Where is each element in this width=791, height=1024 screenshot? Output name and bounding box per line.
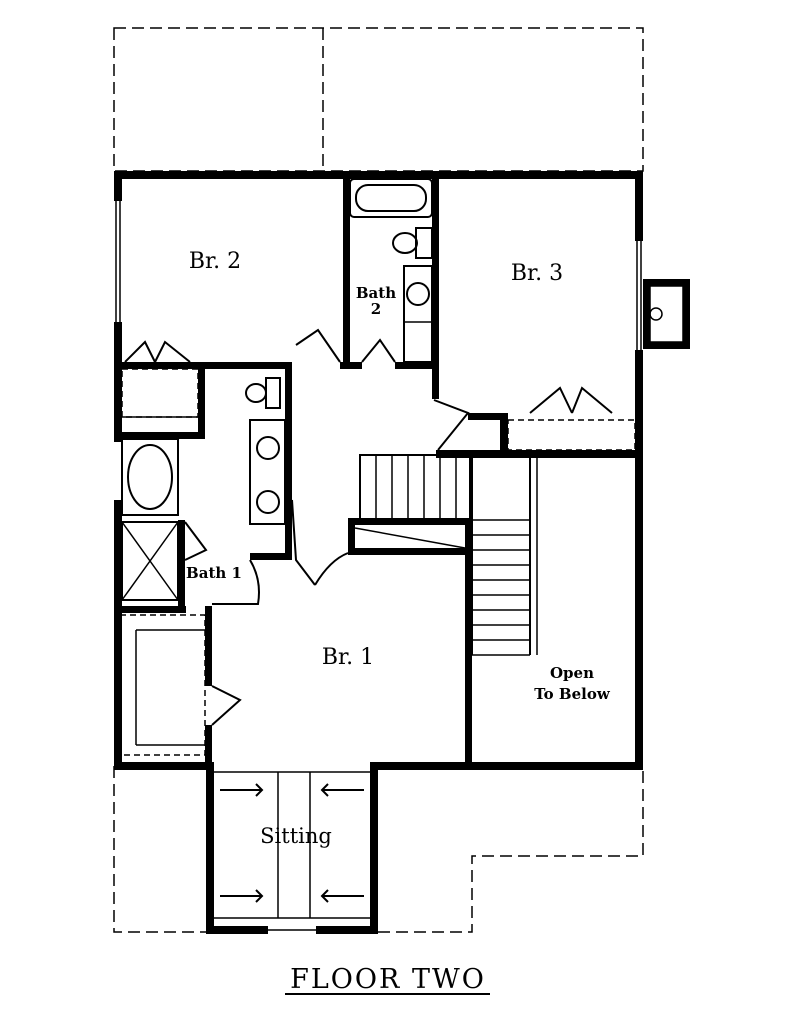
porch-outline-right [378,766,644,933]
label-bath2-line1: Bath [356,284,396,302]
br2-closet [121,340,199,418]
label-bath2-line2: 2 [371,300,381,318]
label-br2: Br. 2 [189,249,241,274]
upper-stair [354,454,471,549]
fireplace-chimney [643,279,690,349]
porch-outline-left [113,766,210,933]
label-br3: Br. 3 [511,261,563,286]
doors [184,328,470,931]
sitting-details [214,771,370,919]
sitting-closets [119,614,206,756]
interior-walls [114,179,643,934]
exterior-walls [114,171,643,770]
bath1-fixtures [121,377,286,601]
label-br1: Br. 1 [322,645,374,670]
label-open-line2: To Below [534,685,611,703]
label-bath1: Bath 1 [186,564,242,582]
roof-outline [113,27,644,172]
br3-closet [507,386,636,451]
label-open-line1: Open [550,664,594,682]
label-sitting: Sitting [260,824,332,848]
plan-title: FLOOR TWO [290,964,486,995]
bath2-fixtures [349,178,433,363]
window-marks [115,201,642,769]
main-stair [471,458,538,656]
